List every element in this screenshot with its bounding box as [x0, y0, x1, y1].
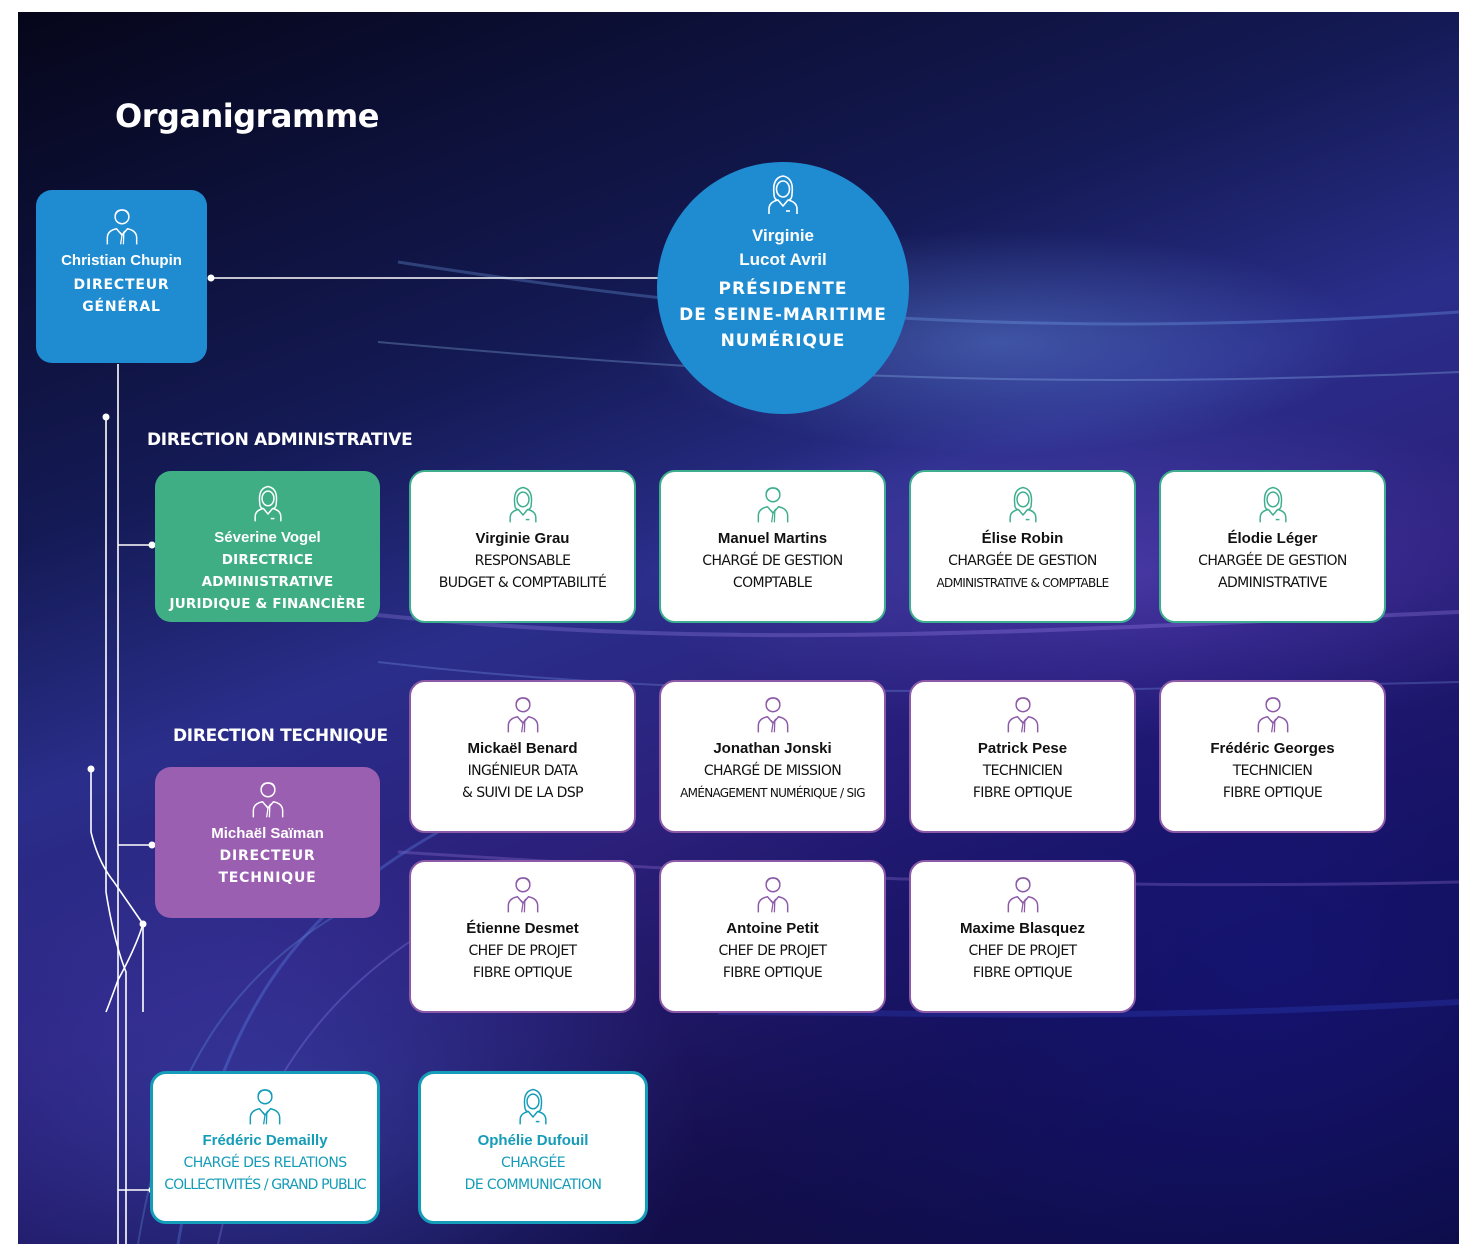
woman-icon [501, 482, 545, 526]
card-directeur-general: Christian Chupin DIRECTEUR GÉNÉRAL [36, 190, 207, 363]
card-name: Séverine Vogel [214, 529, 321, 546]
org-chart-canvas: Organigramme Christian Chupin DIRECTEUR … [18, 12, 1459, 1244]
card-role-line1: CHARGÉE [501, 1155, 566, 1171]
card-name: Patrick Pese [977, 740, 1068, 757]
card-etienne-desmet: Étienne Desmet CHEF DE PROJET FIBRE OPTI… [409, 860, 636, 1013]
man-icon [243, 1084, 287, 1128]
card-frederic-demailly: Frédéric Demailly CHARGÉ DES RELATIONS C… [150, 1071, 380, 1224]
man-icon [751, 482, 795, 526]
card-name: Manuel Martins [717, 530, 828, 547]
man-icon [751, 872, 795, 916]
card-role-line1: DIRECTEUR [73, 277, 170, 293]
card-name: Maxime Blasquez [959, 920, 1086, 937]
card-name: Élodie Léger [1227, 530, 1318, 547]
card-role-line1: CHEF DE PROJET [718, 943, 827, 959]
card-role-line1: TECHNICIEN [1232, 763, 1313, 779]
card-role-line2: FIBRE OPTIQUE [972, 785, 1073, 801]
man-icon [246, 777, 290, 821]
woman-icon [1251, 482, 1295, 526]
card-name-line2: Lucot Avril [739, 250, 827, 269]
man-icon [100, 204, 144, 248]
card-name: Michaël Saïman [211, 825, 324, 842]
card-role-line1: CHEF DE PROJET [468, 943, 577, 959]
card-mickael-benard: Mickaël Benard INGÉNIEUR DATA & SUIVI DE… [409, 680, 636, 833]
page-title: Organigramme [115, 97, 379, 135]
card-role-line2: JURIDIQUE & FINANCIÈRE [169, 596, 366, 612]
card-role-line2: DE SEINE-MARITIME [679, 305, 887, 325]
card-role-line3: NUMÉRIQUE [720, 331, 846, 351]
card-role-line2: FIBRE OPTIQUE [722, 965, 823, 981]
card-role-line2: AMÉNAGEMENT NUMÉRIQUE / SIG [680, 786, 865, 800]
card-role-line1: DIRECTEUR [219, 848, 316, 864]
card-role-line2: FIBRE OPTIQUE [1222, 785, 1323, 801]
card-elodie-leger: Élodie Léger CHARGÉE DE GESTION ADMINIST… [1159, 470, 1386, 623]
card-role-line1: INGÉNIEUR DATA [467, 763, 578, 779]
card-ophelie-dufouil: Ophélie Dufouil CHARGÉE DE COMMUNICATION [418, 1071, 648, 1224]
card-role-line1: PRÉSIDENTE [718, 279, 848, 299]
woman-icon [759, 170, 807, 218]
section-label-technique: DIRECTION TECHNIQUE [173, 726, 388, 746]
card-antoine-petit: Antoine Petit CHEF DE PROJET FIBRE OPTIQ… [659, 860, 886, 1013]
card-maxime-blasquez: Maxime Blasquez CHEF DE PROJET FIBRE OPT… [909, 860, 1136, 1013]
card-name: Jonathan Jonski [713, 740, 832, 757]
card-role-line1: DIRECTRICE ADMINISTRATIVE [201, 552, 334, 590]
card-name: Ophélie Dufouil [477, 1132, 589, 1149]
card-role-line2: FIBRE OPTIQUE [472, 965, 573, 981]
card-name: Étienne Desmet [466, 920, 579, 937]
card-role-line2: BUDGET & COMPTABILITÉ [438, 575, 607, 591]
card-role-line1: CHARGÉ DES RELATIONS [183, 1155, 348, 1171]
man-icon [1001, 872, 1045, 916]
man-icon [751, 692, 795, 736]
card-role-line1: CHARGÉE DE GESTION [1198, 553, 1347, 569]
card-role-line1: CHARGÉ DE MISSION [703, 763, 842, 779]
card-patrick-pese: Patrick Pese TECHNICIEN FIBRE OPTIQUE [909, 680, 1136, 833]
card-role-line1: TECHNICIEN [982, 763, 1063, 779]
card-name: Virginie Grau [475, 530, 570, 547]
card-virginie-grau: Virginie Grau RESPONSABLE BUDGET & COMPT… [409, 470, 636, 623]
card-name: Antoine Petit [726, 920, 819, 937]
section-label-administrative: DIRECTION ADMINISTRATIVE [147, 430, 413, 450]
card-role-line1: CHEF DE PROJET [968, 943, 1077, 959]
card-role-line2: COMPTABLE [732, 575, 813, 591]
woman-icon [511, 1084, 555, 1128]
card-jonathan-jonski: Jonathan Jonski CHARGÉ DE MISSION AMÉNAG… [659, 680, 886, 833]
card-manuel-martins: Manuel Martins CHARGÉ DE GESTION COMPTAB… [659, 470, 886, 623]
card-role-line1: RESPONSABLE [474, 553, 571, 569]
card-frederic-georges: Frédéric Georges TECHNICIEN FIBRE OPTIQU… [1159, 680, 1386, 833]
card-name-line1: Virginie [751, 226, 815, 245]
card-directrice-administrative: Séverine Vogel DIRECTRICE ADMINISTRATIVE… [155, 471, 380, 622]
connector-lines [87, 274, 658, 1244]
card-role-line2: COLLECTIVITÉS / GRAND PUBLIC [164, 1177, 366, 1193]
card-name: Mickaël Benard [467, 740, 578, 757]
card-role-line1: CHARGÉE DE GESTION [948, 553, 1097, 569]
card-directeur-technique: Michaël Saïman DIRECTEUR TECHNIQUE [155, 767, 380, 918]
card-name: Élise Robin [981, 530, 1064, 547]
card-role-line2: DE COMMUNICATION [464, 1177, 602, 1193]
card-presidente: Virginie Lucot Avril PRÉSIDENTE DE SEINE… [657, 162, 909, 414]
card-name: Christian Chupin [61, 252, 182, 269]
card-role-line1: CHARGÉ DE GESTION [702, 553, 843, 569]
man-icon [501, 692, 545, 736]
card-role-line2: TECHNIQUE [218, 870, 317, 886]
man-icon [1251, 692, 1295, 736]
card-role-line2: ADMINISTRATIVE [1218, 575, 1328, 591]
card-role-line2: GÉNÉRAL [82, 299, 161, 315]
card-elise-robin: Élise Robin CHARGÉE DE GESTION ADMINISTR… [909, 470, 1136, 623]
card-name: Frédéric Demailly [202, 1132, 328, 1149]
woman-icon [1001, 482, 1045, 526]
card-name: Frédéric Georges [1210, 740, 1335, 757]
card-role-line2: & SUIVI DE LA DSP [462, 785, 584, 801]
card-role-line2: ADMINISTRATIVE & COMPTABLE [936, 576, 1110, 590]
man-icon [1001, 692, 1045, 736]
woman-icon [246, 481, 290, 525]
man-icon [501, 872, 545, 916]
card-role-line2: FIBRE OPTIQUE [972, 965, 1073, 981]
